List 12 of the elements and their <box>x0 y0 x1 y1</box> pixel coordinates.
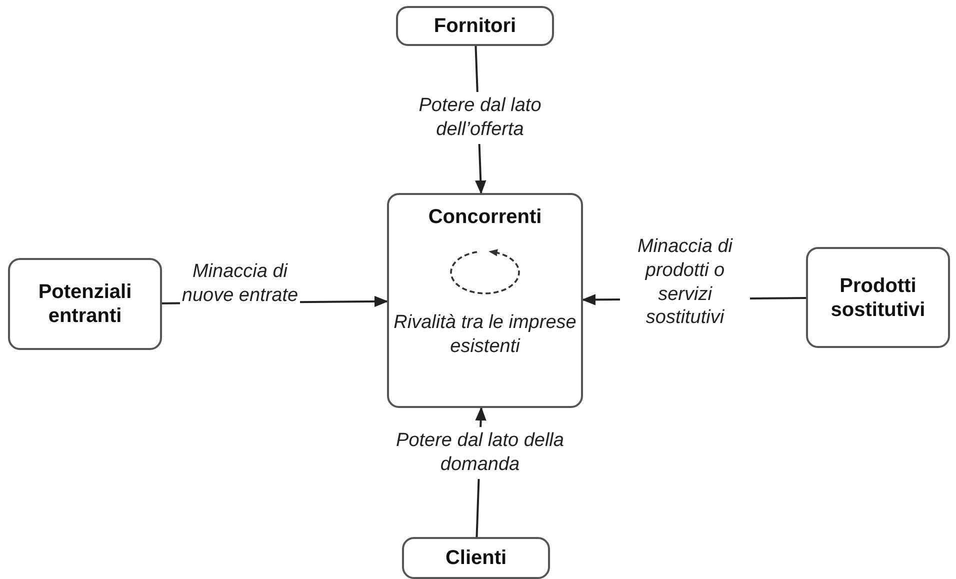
title-text: Concorrenti <box>428 205 542 229</box>
force-box <box>402 537 550 579</box>
description-text: Rivalità tra le imprese esistenti <box>392 311 578 358</box>
title-text: Prodotti sostitutivi <box>830 274 926 322</box>
force-box <box>8 258 162 350</box>
title-text: Potenziali entranti <box>37 280 133 328</box>
force-box <box>396 6 554 46</box>
edge-label: Potere dal lato della domanda <box>395 427 565 478</box>
title-text: Clienti <box>445 546 507 570</box>
force-box <box>387 193 583 408</box>
title-text: Fornitori <box>434 14 516 38</box>
force-box <box>806 247 950 348</box>
